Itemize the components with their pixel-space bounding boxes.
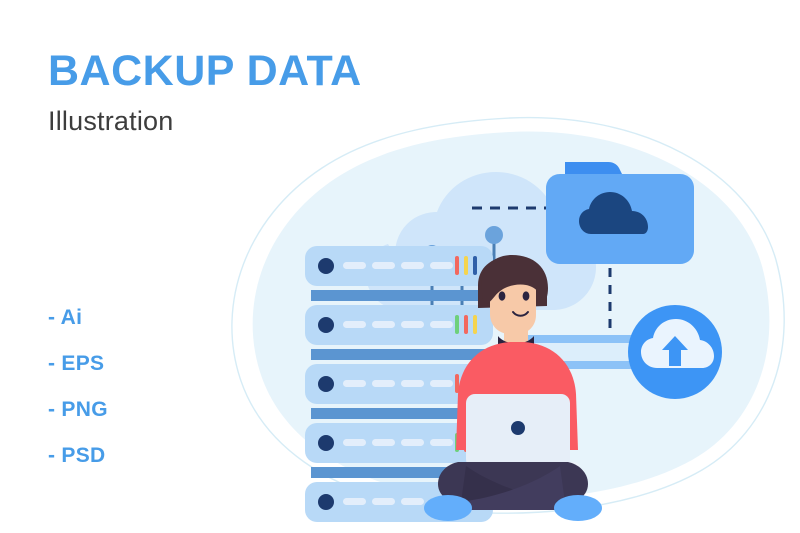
server-led-group [455,256,477,275]
format-item-eps: - EPS [48,352,105,375]
cloud-upload-circle[interactable] [628,305,722,399]
folder-cloud-glyph [579,192,648,234]
crossed-legs [438,462,588,510]
server-divider [311,467,487,478]
mouth [512,311,529,317]
format-item-png: - PNG [48,398,108,421]
neck [504,328,528,344]
server-led-group [455,315,477,334]
server-divider [311,290,487,301]
shoe-left [424,495,472,521]
server-unit [305,305,493,345]
eye-left [498,291,506,301]
eye-right [522,291,530,301]
server-unit [305,246,493,286]
upload-arrow-icon [662,336,688,366]
folder-with-cloud-icon [546,162,694,264]
title-block: BACKUP DATA Illustration [48,48,378,137]
backup-data-illustration [210,110,800,533]
server-unit [305,364,493,404]
shoe-right [554,495,602,521]
page-subtitle: Illustration [48,106,174,137]
page-title: BACKUP DATA [48,47,362,95]
server-divider [311,349,487,360]
laptop-logo [511,421,525,435]
hair-front [481,255,548,304]
format-item-psd: - PSD [48,444,106,467]
seated-person-with-laptop [424,255,602,521]
format-list: - Ai - EPS - PNG - PSD [48,306,228,490]
server-divider [311,408,487,419]
format-item-ai: - Ai [48,306,83,329]
